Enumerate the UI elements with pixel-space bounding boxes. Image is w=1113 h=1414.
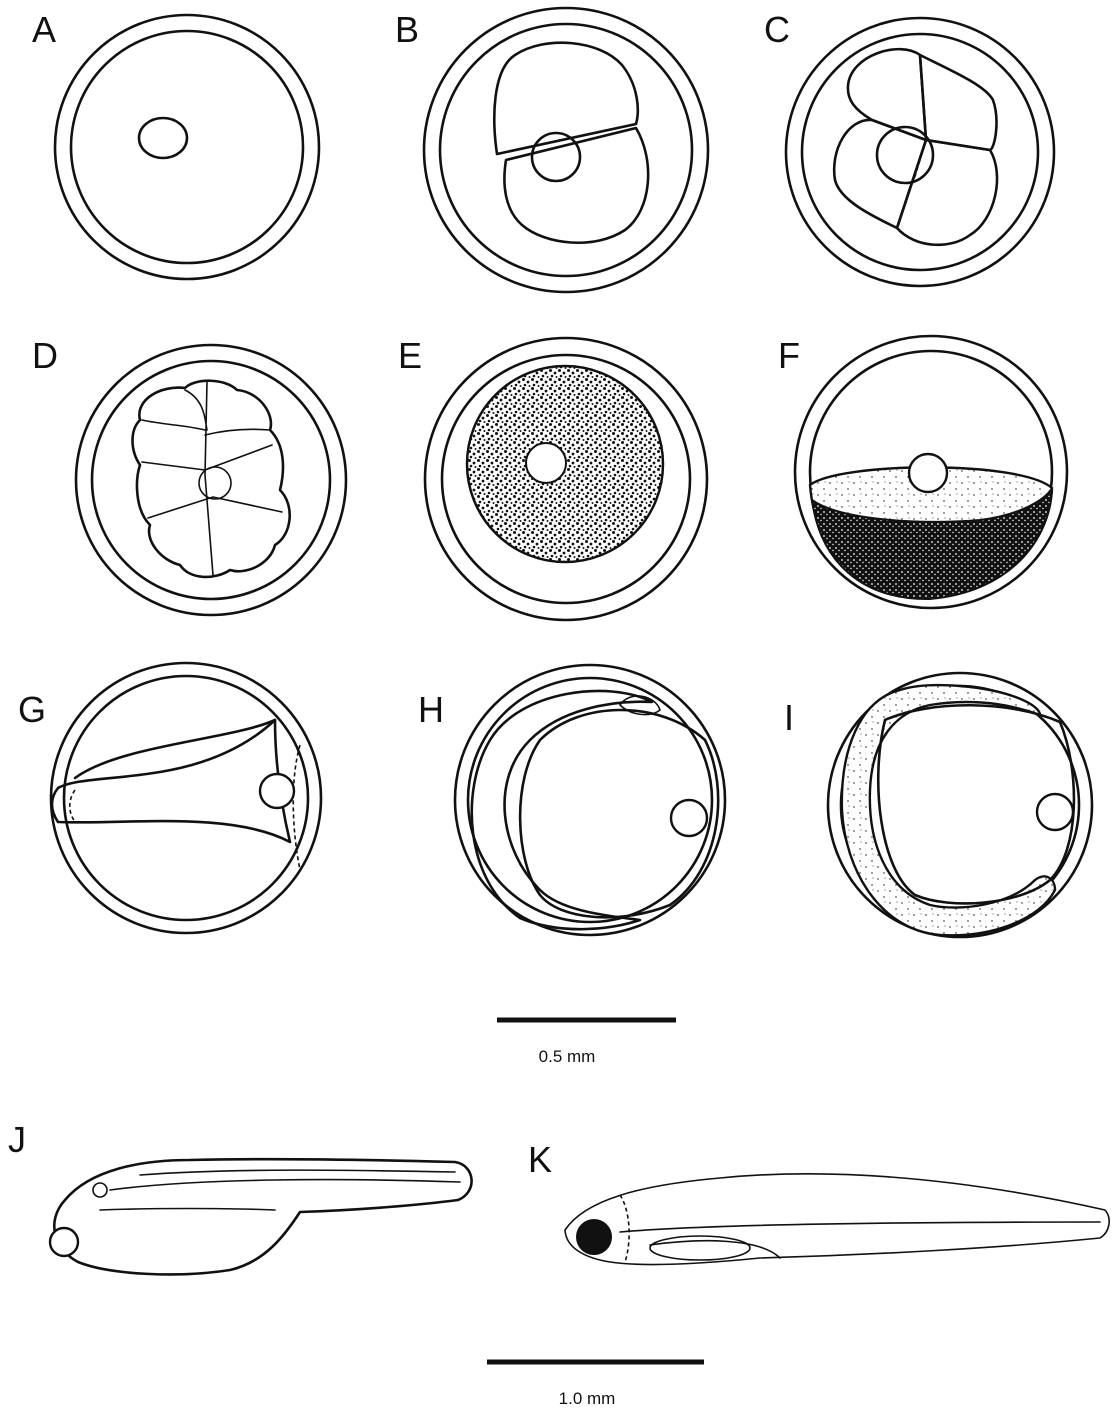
panel-k: K	[528, 1139, 1109, 1265]
chorion-outer	[55, 15, 319, 279]
panel-i: I	[784, 673, 1092, 937]
yolk-sac-line	[100, 1209, 275, 1211]
blastomere-4	[897, 140, 997, 245]
oil-globule	[526, 443, 566, 483]
panel-label-e: E	[398, 335, 422, 376]
panel-e: E	[398, 335, 707, 620]
panel-label-i: I	[784, 697, 794, 738]
oil-globule	[50, 1228, 78, 1256]
oil-globule	[909, 454, 947, 492]
panel-label-f: F	[778, 335, 800, 376]
blastomere-3	[834, 120, 926, 228]
panel-label-h: H	[418, 689, 444, 730]
oil-globule	[877, 127, 933, 183]
panel-j: J	[8, 1119, 472, 1274]
oil-globule	[671, 800, 707, 836]
eye	[577, 1220, 611, 1254]
eye-rudiment	[93, 1183, 107, 1197]
oil-globule	[1037, 794, 1073, 830]
scale-bar-label: 0.5 mm	[539, 1047, 596, 1066]
panel-label-c: C	[764, 9, 790, 50]
panel-label-j: J	[8, 1119, 26, 1160]
dorsal-line	[140, 1170, 455, 1175]
scale-bar-05mm: 0.5 mm	[497, 1020, 676, 1066]
chorion-inner	[71, 31, 303, 263]
chorion-outer	[424, 8, 708, 292]
panel-label-b: B	[395, 9, 419, 50]
panel-c: C	[764, 9, 1054, 286]
panel-label-g: G	[18, 689, 46, 730]
panel-f: F	[778, 335, 1067, 608]
chorion-outer	[76, 345, 346, 615]
panel-h: H	[418, 665, 725, 935]
blastomere-upper	[494, 43, 637, 154]
chorion-inner	[440, 24, 692, 276]
panel-d: D	[32, 335, 346, 615]
panel-label-k: K	[528, 1139, 552, 1180]
yolk-remnant	[650, 1236, 750, 1260]
panel-a: A	[32, 9, 319, 279]
blastomere-2	[920, 55, 996, 150]
oil-globule	[139, 118, 187, 158]
scale-bar-10mm: 1.0 mm	[487, 1362, 704, 1408]
head-dashed	[70, 790, 75, 822]
notochord	[110, 1180, 460, 1190]
tail-dashed	[293, 745, 300, 870]
oil-globule	[260, 774, 294, 808]
oil-globule	[199, 467, 231, 499]
embryo-body	[472, 691, 652, 929]
panel-label-a: A	[32, 9, 56, 50]
head-dashed	[620, 1195, 629, 1262]
panel-b: B	[395, 8, 708, 292]
scale-bar-label: 1.0 mm	[559, 1389, 616, 1408]
chorion-inner	[92, 361, 330, 599]
embryonic-axis	[52, 720, 290, 842]
panel-label-d: D	[32, 335, 58, 376]
larva-fin-fold	[565, 1174, 1109, 1265]
gut	[650, 1241, 780, 1258]
larva-body	[54, 1159, 471, 1274]
panel-g: G	[18, 663, 321, 933]
embryo-body-pigmented	[842, 685, 1055, 935]
larva-body-axis	[620, 1222, 1100, 1232]
cleavage-furrows	[142, 382, 282, 575]
